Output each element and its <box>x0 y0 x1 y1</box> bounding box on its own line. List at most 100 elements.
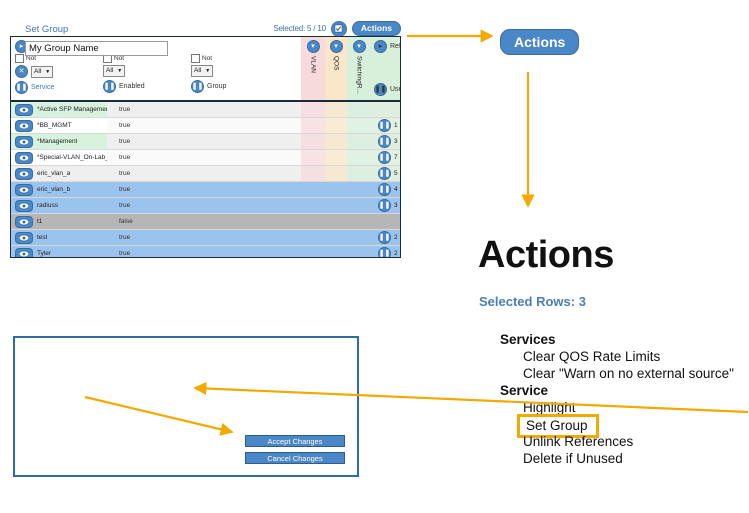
pause-icon[interactable]: ❚❚ <box>191 80 204 93</box>
row-cell-vlan[interactable] <box>301 230 325 245</box>
menu-item[interactable]: Clear QOS Rate Limits <box>523 349 661 364</box>
eye-icon[interactable] <box>15 231 33 244</box>
row-cell-vlan[interactable] <box>301 102 325 117</box>
row-refs-cell[interactable]: ❚❚2 <box>375 230 398 245</box>
row-cell-qos[interactable] <box>325 230 347 245</box>
row-name-cell[interactable]: Tyler <box>11 246 107 257</box>
menu-item[interactable]: Clear "Warn on no external source" <box>523 366 734 381</box>
row-cell-switchingr[interactable] <box>347 118 371 133</box>
row-cell-qos[interactable] <box>325 166 347 181</box>
row-name-cell[interactable]: *Management <box>11 134 107 149</box>
row-cell-switchingr[interactable] <box>347 166 371 181</box>
not-toggle-service[interactable]: Not <box>15 54 99 63</box>
row-cell-switchingr[interactable] <box>347 214 371 229</box>
row-name-cell[interactable]: t1 <box>11 214 107 229</box>
filter-select-enabled[interactable]: All ▼ <box>103 65 126 77</box>
row-cell-qos[interactable] <box>325 182 347 197</box>
row-cell-vlan[interactable] <box>301 118 325 133</box>
row-cell-vlan[interactable] <box>301 150 325 165</box>
eye-icon[interactable] <box>15 199 33 212</box>
eye-icon[interactable] <box>15 183 33 196</box>
actions-button[interactable]: Actions <box>351 20 401 37</box>
row-refs-cell[interactable]: ❚❚3 <box>375 198 398 213</box>
row-name-cell[interactable]: eric_vlan_a <box>11 166 107 181</box>
column-header-qos[interactable]: ▾ QOS <box>325 37 347 100</box>
row-name-cell[interactable]: radiuss <box>11 198 107 213</box>
row-cell-switchingr[interactable] <box>347 246 371 257</box>
row-cell-qos[interactable] <box>325 102 347 117</box>
row-cell-switchingr[interactable] <box>347 102 371 117</box>
eye-icon[interactable] <box>15 135 33 148</box>
row-cell-refs[interactable] <box>371 102 400 117</box>
row-name-cell[interactable]: *BB_MGMT <box>11 118 107 133</box>
accept-changes-button[interactable]: Accept Changes <box>245 435 345 447</box>
menu-item[interactable]: Delete if Unused <box>523 451 623 466</box>
row-name-cell[interactable]: test <box>11 230 107 245</box>
eye-icon[interactable] <box>15 103 33 116</box>
cancel-changes-button[interactable]: Cancel Changes <box>245 452 345 464</box>
row-name-cell[interactable]: *Special-VLAN_On-Lab_D... <box>11 150 107 165</box>
group-name-input[interactable] <box>25 41 168 56</box>
menu-item-set-group[interactable]: Set Group <box>517 414 599 438</box>
row-cell-qos[interactable] <box>325 150 347 165</box>
row-cell-qos[interactable] <box>325 246 347 257</box>
row-cell-refs[interactable] <box>371 214 400 229</box>
clear-filter-icon[interactable]: ✕ <box>15 65 28 78</box>
row-cell-vlan[interactable] <box>301 246 325 257</box>
chevron-right-icon[interactable]: ▸ <box>374 40 387 53</box>
row-cell-qos[interactable] <box>325 198 347 213</box>
row-cell-qos[interactable] <box>325 118 347 133</box>
row-refs-cell[interactable]: ❚❚2 <box>375 246 398 257</box>
menu-item[interactable]: Unlink References <box>523 434 634 449</box>
row-refs-cell[interactable]: ❚❚4 <box>375 182 398 197</box>
row-refs-cell[interactable]: ❚❚3 <box>375 134 398 149</box>
row-cell-vlan[interactable] <box>301 166 325 181</box>
row-refs-cell[interactable]: ❚❚5 <box>375 166 398 181</box>
column-header-vlan[interactable]: ▾ VLAN <box>301 37 325 100</box>
row-cell-vlan[interactable] <box>301 214 325 229</box>
row-cell-vlan[interactable] <box>301 182 325 197</box>
not-toggle-group[interactable]: Not <box>191 54 275 63</box>
table-row[interactable]: *Special-VLAN_On-Lab_D...true❚❚7 <box>11 150 400 166</box>
row-cell-vlan[interactable] <box>301 198 325 213</box>
chevron-down-icon[interactable]: ▾ <box>329 40 343 53</box>
row-refs-cell[interactable]: ❚❚7 <box>375 150 398 165</box>
chevron-down-icon[interactable]: ▾ <box>352 40 366 53</box>
eye-icon[interactable] <box>15 151 33 164</box>
row-cell-switchingr[interactable] <box>347 230 371 245</box>
row-cell-switchingr[interactable] <box>347 150 371 165</box>
row-refs-cell[interactable]: ❚❚1 <box>375 118 398 133</box>
row-cell-qos[interactable] <box>325 134 347 149</box>
eye-icon[interactable] <box>15 167 33 180</box>
checkbox-icon[interactable] <box>191 54 200 63</box>
row-name-cell[interactable]: *Active SFP Management <box>11 102 107 117</box>
filter-select-group[interactable]: All ▼ <box>191 65 214 77</box>
pause-icon[interactable]: ❚❚ <box>103 80 116 93</box>
filter-select-service[interactable]: All ▼ <box>31 65 54 78</box>
row-name-cell[interactable]: eric_vlan_b <box>11 182 107 197</box>
chevron-down-icon[interactable]: ▾ <box>306 40 320 53</box>
row-cell-vlan[interactable] <box>301 134 325 149</box>
column-header-switchingr[interactable]: ▾ SwitchingR... <box>347 37 371 100</box>
row-cell-qos[interactable] <box>325 214 347 229</box>
column-header-refs[interactable]: ▸ Refs ❚❚ Used <box>371 37 400 100</box>
checkbox-icon[interactable] <box>15 54 24 63</box>
checkbox-select-icon[interactable] <box>330 20 347 37</box>
row-cell-switchingr[interactable] <box>347 134 371 149</box>
eye-icon[interactable] <box>15 215 33 228</box>
row-cell-switchingr[interactable] <box>347 198 371 213</box>
pause-icon[interactable]: ❚❚ <box>374 83 387 96</box>
pause-icon[interactable]: ❚❚ <box>15 81 28 94</box>
row-cell-switchingr[interactable] <box>347 182 371 197</box>
eye-icon[interactable] <box>15 119 33 132</box>
eye-icon[interactable] <box>15 247 33 257</box>
